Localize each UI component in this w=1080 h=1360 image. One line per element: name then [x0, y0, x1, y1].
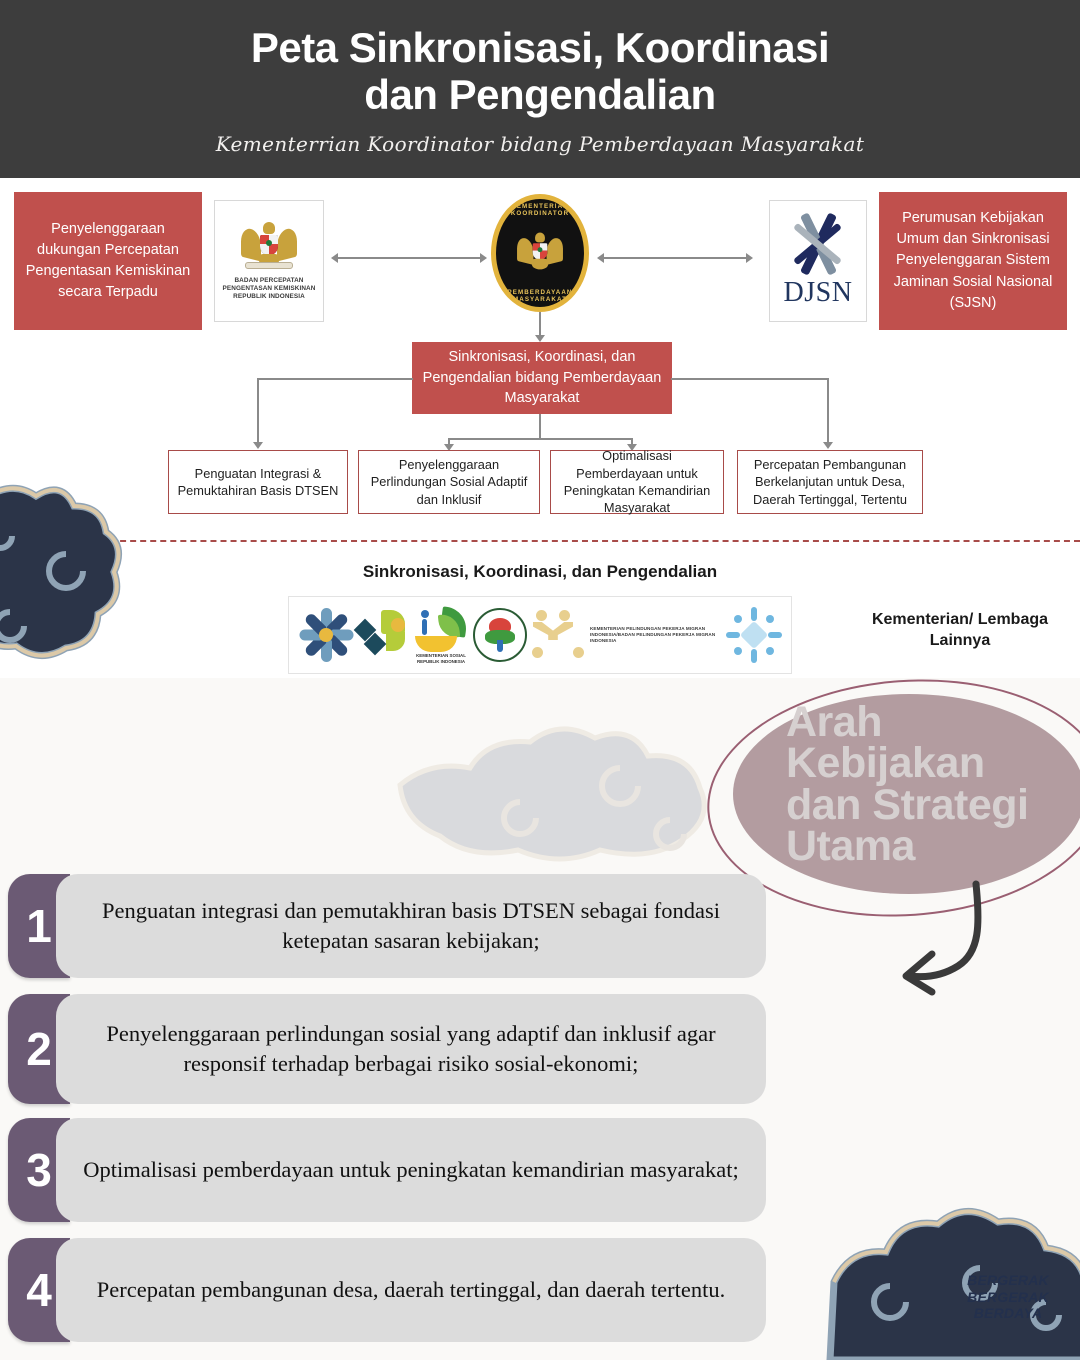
batik-cloud-center	[397, 726, 707, 862]
djsn-logo-box: DJSN	[769, 200, 867, 322]
page-title-line1: Peta Sinkronisasi, Koordinasi	[250, 24, 830, 71]
right-mandate-box: Perumusan Kebijakan Umum dan Sinkronisas…	[879, 192, 1067, 330]
arrow-right-line	[604, 257, 746, 259]
connector-stem	[539, 414, 541, 440]
strategy-headline: Arah Kebijakan dan Strategi Utama	[786, 701, 1080, 870]
kemenko-emblem-icon: KEMENTERIAN KOORDINATOR PEMBERDAYAAN MAS…	[491, 194, 589, 312]
strategy-item-2: 2 Penyelenggaraan perlindungan sosial ya…	[8, 994, 766, 1104]
sync-section-label: Sinkronisasi, Koordinasi, dan Pengendali…	[362, 562, 718, 581]
footer-tagline: BERGERAK BERGERAK BERDAYA	[944, 1272, 1072, 1322]
starburst-logo-icon	[725, 606, 783, 664]
p2mi-logo-caption: KEMENTERIAN PELINDUNGAN PEKERJA MIGRAN I…	[590, 626, 716, 643]
batik-cloud-left	[0, 484, 122, 659]
strategy-item-4: 4 Percepatan pembangunan desa, daerah te…	[8, 1238, 766, 1342]
hand-drawn-arrow-icon	[902, 880, 982, 996]
kemenko-ring-bottom: PEMBERDAYAAN MASYARAKAT	[507, 289, 573, 303]
outcome-box-1: Penguatan Integrasi & Pemuktahiran Basis…	[168, 450, 348, 514]
strategy-item-2-text: Penyelenggaraan perlindungan sosial yang…	[56, 994, 766, 1104]
outcome-box-3: Optimalisasi Pemberdayaan untuk Peningka…	[550, 448, 724, 515]
p2mi-logo-group: KEMENTERIAN PELINDUNGAN PEKERJA MIGRAN I…	[529, 606, 725, 664]
arrow-left-head-start	[331, 253, 338, 263]
connector-arrow-b3	[823, 442, 833, 449]
other-institutions-label: Kementerian/ Lembaga Lainnya	[871, 611, 1049, 649]
arrow-right-head-start	[597, 253, 604, 263]
kemenko-garuda-icon	[517, 232, 563, 275]
left-mandate-box: Penyelenggaraan dukungan Percepatan Peng…	[14, 192, 202, 330]
headline-ellipse-fill	[733, 694, 1080, 894]
arrow-right-head-end	[746, 253, 753, 263]
pinwheel-logo-icon	[297, 606, 355, 664]
strategy-item-1-text: Penguatan integrasi dan pemutakhiran bas…	[56, 874, 766, 978]
umkm-logo-icon	[353, 606, 413, 664]
connector-bus-inner	[448, 438, 632, 440]
batik-cloud-bottom-right	[826, 1208, 1080, 1360]
strategy-item-3-text: Optimalisasi pemberdayaan untuk peningka…	[56, 1118, 766, 1222]
connector-arrow-b2	[627, 444, 637, 451]
arrow-left-head-end	[480, 253, 487, 263]
connector-arrow-b0	[253, 442, 263, 449]
connector-drop-b0	[257, 378, 259, 444]
connector-bus-right	[671, 378, 829, 380]
connector-drop-b1	[448, 438, 450, 449]
tagline-line3: BERDAYA	[973, 1305, 1043, 1322]
ministry-logo-strip: KEMENTERIAN SOSIAL REPUBLIK INDONESIA KE…	[288, 596, 792, 674]
connector-emblem-to-center	[539, 312, 541, 336]
tagline-line2: BERGERAK	[967, 1288, 1049, 1305]
kemensos-logo-caption: KEMENTERIAN SOSIAL REPUBLIK INDONESIA	[416, 653, 466, 664]
headline-line4: Utama	[786, 821, 915, 870]
headline-line3: dan Strategi	[786, 780, 1029, 829]
kemenko-ring-top: KEMENTERIAN KOORDINATOR	[510, 203, 570, 217]
connector-bus-left	[257, 378, 413, 380]
arrow-left-line	[338, 257, 480, 259]
connector-drop-b3	[827, 378, 829, 444]
connector-emblem-arrowhead	[535, 335, 545, 342]
center-function-box: Sinkronisasi, Koordinasi, dan Pengendali…	[412, 342, 672, 414]
page-subtitle: Kementerrian Koordinator bidang Pemberda…	[215, 132, 865, 157]
badan-percepatan-logo-box: BADAN PERCEPATAN PENGENTASAN KEMISKINAN …	[214, 200, 324, 322]
dashed-divider	[100, 540, 1080, 542]
outcome-box-4: Percepatan Pembangunan Berkelanjutan unt…	[737, 450, 923, 514]
p2mi-logo-icon	[529, 606, 587, 664]
badan-percepatan-caption: BADAN PERCEPATAN PENGENTASAN KEMISKINAN …	[222, 276, 316, 301]
page-header: Peta Sinkronisasi, Koordinasi dan Pengen…	[0, 0, 1080, 178]
strategy-item-4-text: Percepatan pembangunan desa, daerah tert…	[56, 1238, 766, 1342]
djsn-wordmark: DJSN	[783, 277, 853, 308]
kemendagri-logo-icon	[471, 606, 529, 664]
garuda-icon	[241, 221, 297, 273]
tagline-line1: BERGERAK	[967, 1272, 1049, 1288]
kemensos-logo-icon: KEMENTERIAN SOSIAL REPUBLIK INDONESIA	[413, 606, 471, 664]
outcome-box-2: Penyelenggaraan Perlindungan Sosial Adap…	[358, 450, 540, 514]
connector-arrow-b1	[444, 444, 454, 451]
page-title-line2: dan Pengendalian	[364, 71, 716, 119]
strategy-item-1: 1 Penguatan integrasi dan pemutakhiran b…	[8, 874, 766, 978]
kemenko-ring-text: KEMENTERIAN KOORDINATOR PEMBERDAYAAN MAS…	[496, 199, 584, 307]
strategy-item-3: 3 Optimalisasi pemberdayaan untuk pening…	[8, 1118, 766, 1222]
headline-line2: Kebijakan	[786, 739, 985, 788]
page-title: Peta Sinkronisasi, Koordinasi dan Pengen…	[0, 0, 1080, 118]
org-chart-panel: Penyelenggaraan dukungan Percepatan Peng…	[0, 178, 1080, 678]
connector-drop-b2	[631, 438, 633, 449]
headline-line1: Arah	[786, 698, 882, 746]
djsn-mark-icon	[787, 212, 849, 276]
